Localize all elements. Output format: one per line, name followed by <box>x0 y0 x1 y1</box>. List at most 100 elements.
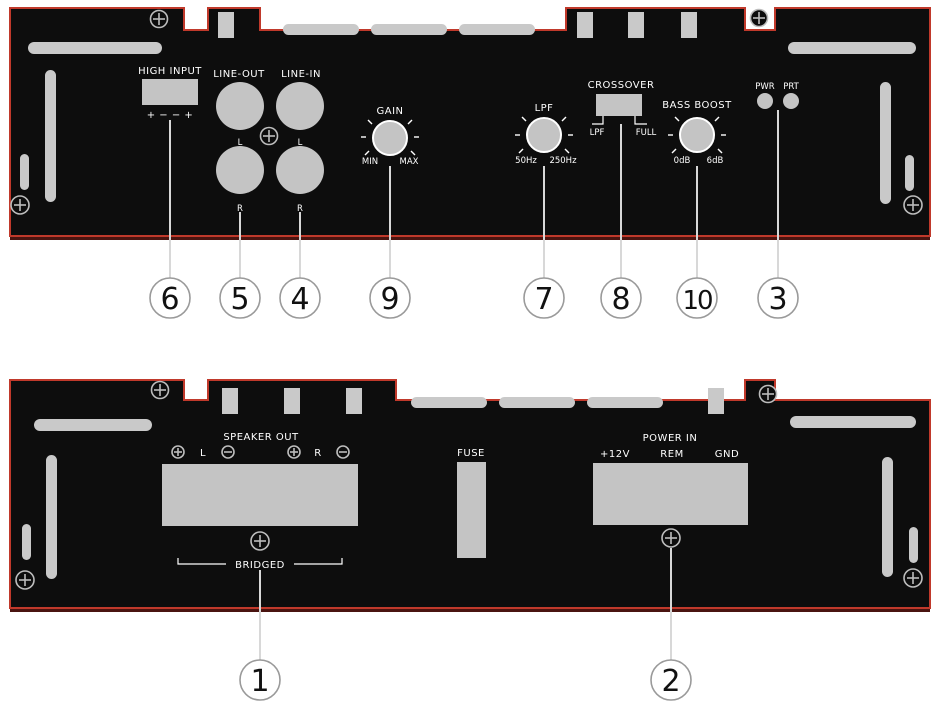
line-in-left-label: L <box>298 138 303 148</box>
high-input-polarity: + − − + <box>147 110 194 121</box>
screw-icon <box>15 570 35 590</box>
callout-2: 2 <box>650 659 692 701</box>
vent-slot <box>46 455 57 579</box>
vent-slot <box>28 42 162 54</box>
callout-3-number: 3 <box>768 282 787 317</box>
top-tab-slot <box>628 12 644 38</box>
lpf-knob-ticks <box>515 116 573 154</box>
top-panel: HIGH INPUT + − − + LINE-OUT L R LINE-IN … <box>9 7 931 240</box>
crossover-lpf-label: LPF <box>590 128 605 138</box>
callout-4-number: 4 <box>290 282 309 317</box>
vent-slot <box>411 397 487 408</box>
gain-max-label: MAX <box>400 157 419 167</box>
bottom-panel: SPEAKER OUT L R BRIDGED FUSE POWER IN +1… <box>9 379 931 612</box>
crossover-full-bracket <box>634 116 647 125</box>
bass-boost-knob[interactable] <box>679 117 715 153</box>
line-in-left-jack[interactable] <box>276 82 324 130</box>
bottom-tab-slot <box>708 388 724 414</box>
speaker-out-label: SPEAKER OUT <box>223 432 299 443</box>
lpf-max-label: 250Hz <box>549 156 577 166</box>
line-in-right-jack[interactable] <box>276 146 324 194</box>
callout-7: 7 <box>523 277 565 319</box>
high-input-connector <box>142 79 198 105</box>
vent-slot <box>880 82 891 204</box>
speaker-left-label: L <box>200 448 206 459</box>
bridged-bracket-right <box>294 558 343 565</box>
line-out-left-jack[interactable] <box>216 82 264 130</box>
vent-slot <box>283 24 359 35</box>
callout-9-number: 9 <box>380 282 399 317</box>
fuse-label: FUSE <box>457 448 485 459</box>
screw-icon <box>149 9 169 29</box>
bridged-bracket-left <box>177 558 226 565</box>
vent-slot <box>459 24 535 35</box>
callout-8: 8 <box>600 277 642 319</box>
callout-6-number: 6 <box>160 282 179 317</box>
line-out-right-jack[interactable] <box>216 146 264 194</box>
screw-icon <box>259 126 279 146</box>
high-input-label: HIGH INPUT <box>138 66 202 77</box>
bridged-label: BRIDGED <box>235 560 285 571</box>
screw-icon <box>749 8 769 28</box>
power-rem-label: REM <box>660 449 683 460</box>
vent-slot <box>905 155 914 191</box>
bass-boost-min-label: 0dB <box>674 156 691 166</box>
lpf-label: LPF <box>535 103 554 114</box>
callout-5: 5 <box>219 277 261 319</box>
vent-slot <box>20 154 29 190</box>
screw-icon <box>758 384 778 404</box>
lpf-knob[interactable] <box>526 117 562 153</box>
callout-7-number: 7 <box>534 282 553 317</box>
vent-slot <box>34 419 152 431</box>
line-in-label: LINE-IN <box>281 69 321 80</box>
plus-icon <box>171 445 185 459</box>
pwr-label: PWR <box>755 82 775 92</box>
callout-1-number: 1 <box>250 664 269 699</box>
callout-3: 3 <box>757 277 799 319</box>
bottom-tab-slot <box>222 388 238 414</box>
callout-leaders <box>169 110 779 660</box>
callout-9: 9 <box>369 277 411 319</box>
screw-icon <box>250 531 270 551</box>
gain-label: GAIN <box>376 106 403 117</box>
plus-icon <box>287 445 301 459</box>
callout-8-number: 8 <box>611 282 630 317</box>
bass-boost-label: BASS BOOST <box>662 100 732 111</box>
vent-slot <box>45 70 56 202</box>
power-in-terminal <box>593 463 748 525</box>
power-in-label: POWER IN <box>643 433 698 444</box>
gain-knob[interactable] <box>372 120 408 156</box>
crossover-full-label: FULL <box>636 128 657 138</box>
prt-label: PRT <box>783 82 799 92</box>
top-tab-slot <box>218 12 234 38</box>
callout-4: 4 <box>279 277 321 319</box>
line-out-left-label: L <box>238 138 243 148</box>
prt-led <box>783 93 799 109</box>
callout-6: 6 <box>149 277 191 319</box>
callout-10: 10 <box>676 277 718 319</box>
speaker-right-label: R <box>314 448 321 459</box>
bottom-tab-slot <box>346 388 362 414</box>
vent-slot <box>788 42 916 54</box>
screw-icon <box>10 195 30 215</box>
screw-icon <box>903 568 923 588</box>
top-tab-slot <box>681 12 697 38</box>
line-out-label: LINE-OUT <box>213 69 265 80</box>
line-out-right-label: R <box>237 204 243 214</box>
speaker-out-terminal <box>162 464 358 526</box>
bass-boost-max-label: 6dB <box>707 156 724 166</box>
gain-min-label: MIN <box>362 157 378 167</box>
screw-icon <box>903 195 923 215</box>
vent-slot <box>790 416 916 428</box>
minus-icon <box>221 445 235 459</box>
crossover-switch[interactable] <box>596 94 642 116</box>
pwr-led <box>757 93 773 109</box>
screw-icon <box>150 380 170 400</box>
power-12v-label: +12V <box>600 449 630 460</box>
callout-5-number: 5 <box>230 282 249 317</box>
screw-icon <box>661 528 681 548</box>
callout-10-number: 10 <box>682 286 712 316</box>
bass-boost-knob-ticks <box>668 116 726 154</box>
crossover-label: CROSSOVER <box>588 80 655 91</box>
power-gnd-label: GND <box>715 449 739 460</box>
